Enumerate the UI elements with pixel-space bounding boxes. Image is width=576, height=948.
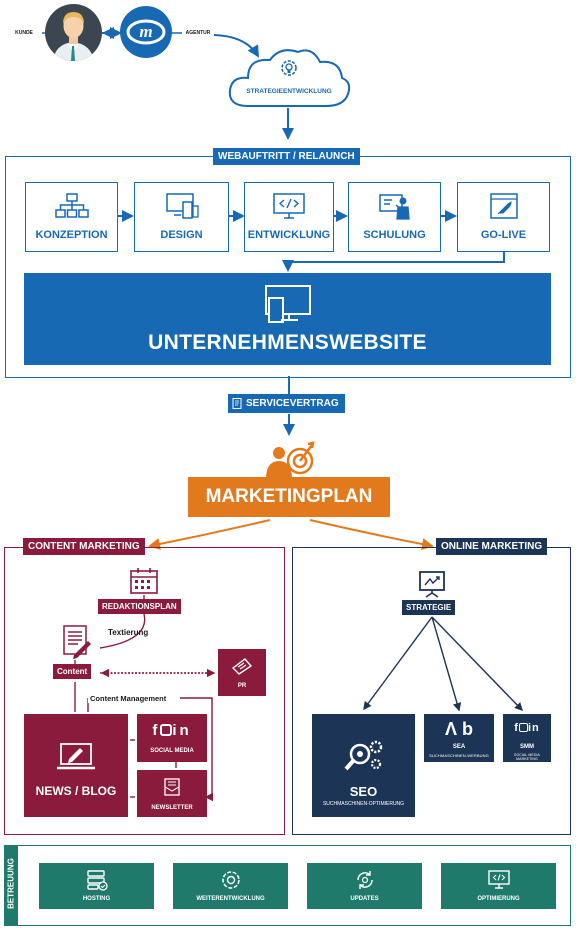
bing-icon: b <box>462 719 474 739</box>
kunde-avatar-icon <box>45 4 102 61</box>
kunde-label: KUNDE <box>6 27 42 39</box>
betreuung-item-label: WEITERENTWICKLUNG <box>196 896 265 902</box>
betreuung-label: BETREUUNG <box>6 858 16 909</box>
step-label: ENTWICKLUNG <box>247 229 331 241</box>
document-pen-icon <box>63 625 91 659</box>
code-screen-icon <box>487 870 510 889</box>
linkedin-icon: in <box>172 722 192 739</box>
pr-tile: PR <box>218 649 266 696</box>
betreuung-updates: UPDATES <box>307 863 422 909</box>
content-management-label: Content Management <box>88 694 169 703</box>
content-badge: Content <box>53 664 92 679</box>
website-banner: UNTERNEHMENSWEBSITE <box>24 273 551 365</box>
news-blog-tile: NEWS / BLOG <box>24 714 128 817</box>
seo-search-gear-icon <box>344 740 383 771</box>
newsletter-icon <box>164 778 180 796</box>
presentation-icon <box>378 194 410 220</box>
seo-tile: SEO SUCHMASCHINEN-OPTIMIERUNG <box>312 714 415 817</box>
pr-label: PR <box>237 683 247 689</box>
newsletter-tile: NEWSLETTER <box>137 770 207 817</box>
instagram-icon <box>518 723 528 732</box>
online-marketing-section <box>292 547 571 835</box>
step-konzeption: KONZEPTION <box>25 182 118 252</box>
google-ads-icon: Λ <box>444 719 457 739</box>
devices-icon <box>165 193 199 219</box>
content-marketing-header: CONTENT MARKETING <box>23 538 145 555</box>
facebook-icon: f <box>514 722 519 734</box>
contract-icon <box>232 398 242 409</box>
newspaper-icon <box>231 658 253 675</box>
facebook-icon: f <box>152 722 161 739</box>
instagram-icon <box>160 724 173 736</box>
betreuung-item-label: HOSTING <box>82 896 111 902</box>
news-blog-label: NEWS / BLOG <box>35 784 117 798</box>
gear-cycle-icon <box>221 871 240 889</box>
social-media-label: SOCIAL MEDIA <box>150 748 194 754</box>
rocket-browser-icon <box>489 193 518 219</box>
betreuung-optimierung: OPTIMIERUNG <box>441 863 556 909</box>
service-label: SERVICEVERTRAG <box>246 398 339 409</box>
strategy-board-icon <box>419 571 445 598</box>
gear-bulb-icon <box>281 60 297 76</box>
step-label: KONZEPTION <box>35 229 108 241</box>
linkedin-icon: in <box>527 722 540 734</box>
betreuung-label-bar: BETREUUNG <box>4 845 18 926</box>
website-title: UNTERNEHMENSWEBSITE <box>148 331 427 354</box>
step-label: GO-LIVE <box>480 229 527 241</box>
step-go-live: GO-LIVE <box>457 182 550 252</box>
seo-sublabel: SUCHMASCHINEN-OPTIMIERUNG <box>322 801 405 807</box>
code-monitor-icon <box>273 193 305 219</box>
smm-label: SMM <box>520 744 534 750</box>
texterstellung-label: Textierung <box>108 628 149 637</box>
laptop-icon <box>57 743 95 770</box>
step-schulung: SCHULUNG <box>348 182 441 252</box>
svg-text:m: m <box>139 22 152 41</box>
seo-label: SEO <box>349 784 378 799</box>
devices-large-icon <box>265 285 311 323</box>
marketingplan-title: MARKETINGPLAN <box>188 477 390 517</box>
betreuung-weiterentwicklung: WEITERENTWICKLUNG <box>173 863 288 909</box>
step-label: DESIGN <box>160 229 203 241</box>
strategy-cloud: STRATEGIEENTWICKLUNG <box>226 44 352 110</box>
sea-tile: Λ b SEA SUCHMASCHINEN-WERBUNG <box>424 714 494 762</box>
ads-bing-icons: Λ b <box>424 719 494 740</box>
betreuung-hosting: HOSTING <box>39 863 154 909</box>
refresh-icon <box>356 871 373 889</box>
step-design: DESIGN <box>134 182 229 252</box>
online-marketing-header: ONLINE MARKETING <box>436 538 548 555</box>
agentur-label: AGENTUR <box>185 30 211 36</box>
web-header: WEBAUFTRITT / RELAUNCH <box>213 148 360 165</box>
redaktionsplan-badge: REDAKTIONSPLAN <box>98 599 181 614</box>
sea-label: SEA <box>452 744 466 750</box>
step-label: SCHULUNG <box>363 229 426 241</box>
server-icon <box>86 870 108 891</box>
agentur-logo-icon: m <box>120 6 172 58</box>
strategy-cloud-label: STRATEGIEENTWICKLUNG <box>246 88 332 95</box>
betreuung-item-label: UPDATES <box>350 896 379 902</box>
step-entwicklung: ENTWICKLUNG <box>244 182 334 252</box>
sea-sublabel: SUCHMASCHINEN-WERBUNG <box>429 753 489 758</box>
calendar-icon <box>130 568 158 594</box>
newsletter-label: NEWSLETTER <box>151 805 193 811</box>
target-person-icon <box>266 441 315 477</box>
strategie-badge: STRATEGIE <box>402 600 456 615</box>
sitemap-icon <box>54 193 89 218</box>
service-badge: SERVICEVERTRAG <box>228 394 345 413</box>
smm-sublabel: SOCIAL MEDIA MARKETING <box>514 753 540 761</box>
betreuung-item-label: OPTIMIERUNG <box>477 896 520 902</box>
